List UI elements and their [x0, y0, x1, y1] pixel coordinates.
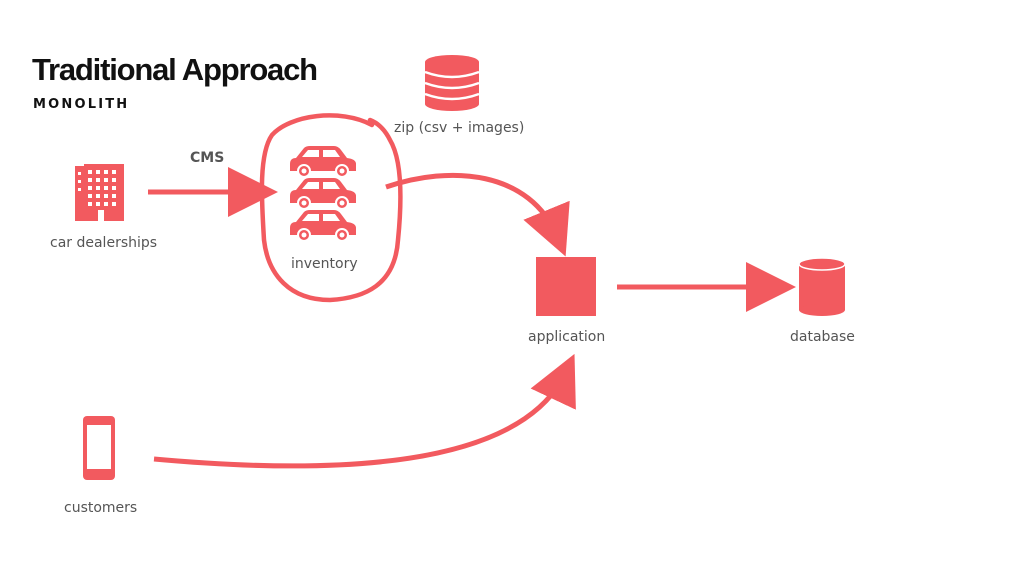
inventory-circle	[259, 113, 403, 303]
inventory-label: inventory	[291, 256, 358, 272]
cylinder-icon	[798, 257, 846, 316]
arrow-customers	[153, 353, 576, 469]
square-icon	[536, 257, 596, 316]
car-icon	[290, 178, 356, 210]
cms-label: CMS	[190, 150, 225, 166]
car-icon	[290, 146, 356, 178]
customers-label: customers	[64, 500, 138, 516]
database-label: database	[790, 329, 855, 345]
building-icon	[75, 164, 124, 221]
smartphone-icon	[83, 416, 115, 480]
page-title: Traditional Approach	[32, 52, 318, 87]
database-stack-icon	[424, 55, 480, 111]
car-icon	[290, 210, 356, 242]
car-dealerships-label: car dealerships	[50, 235, 158, 251]
page-subtitle: MONOLITH	[33, 97, 130, 112]
zip-label: zip (csv + images)	[394, 120, 525, 136]
application-label: application	[528, 329, 606, 345]
arrow-zip	[385, 172, 570, 257]
